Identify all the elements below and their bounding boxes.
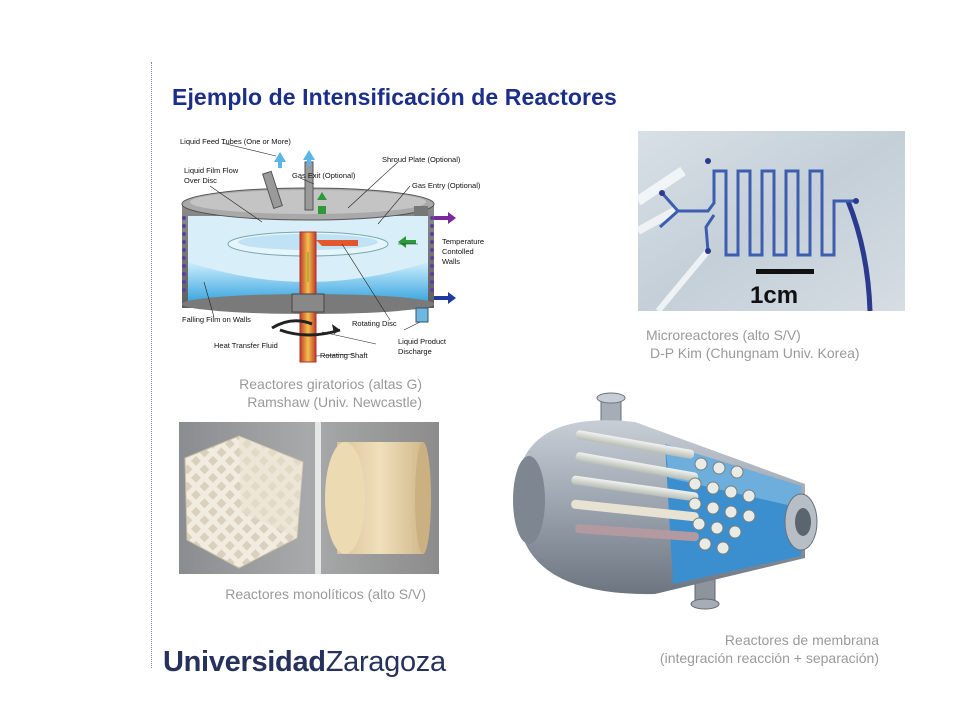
label-product-1: Liquid Product: [398, 337, 447, 346]
label-temperature-2: Contolled: [442, 247, 474, 256]
caption-microreactor: Microreactores (alto S/V) D-P Kim (Chung…: [646, 326, 906, 362]
label-film-flow-2: Over Disc: [184, 176, 217, 185]
slide-title: Ejemplo de Intensificación de Reactores: [172, 84, 617, 110]
caption-microreactor-line1: Microreactores (alto S/V): [646, 327, 801, 343]
caption-spinning-disc-line1: Reactores giratorios (altas G): [239, 376, 422, 392]
scale-label: 1cm: [750, 282, 798, 309]
label-rotating-disc: Rotating Disc: [352, 319, 397, 328]
label-liquid-feed: Liquid Feed Tubes (One or More): [180, 137, 291, 146]
label-film-flow-1: Liquid Film Flow: [184, 166, 239, 175]
caption-membrane-line1: Reactores de membrana: [724, 632, 879, 648]
label-shroud-plate: Shroud Plate (Optional): [382, 155, 461, 164]
logo-bold-text: Universidad: [163, 646, 326, 678]
caption-spinning-disc: Reactores giratorios (altas G) Ramshaw (…: [190, 375, 422, 411]
membrane-reactor-illustration: [513, 392, 818, 610]
caption-membrane: Reactores de membrana (integración reacc…: [600, 631, 879, 667]
logo-regular-text: Zaragoza: [325, 646, 446, 678]
microreactor-photo: 1cm: [638, 131, 905, 311]
university-logo: UniversidadZaragoza: [163, 646, 446, 679]
label-gas-entry: Gas Entry (Optional): [412, 181, 481, 190]
label-temperature-1: Temperature: [442, 237, 484, 246]
caption-spinning-disc-line2: Ramshaw (Univ. Newcastle): [247, 394, 422, 410]
label-gas-exit: Gas Exit (Optional): [292, 171, 356, 180]
label-heat-transfer-fluid: Heat Transfer Fluid: [214, 341, 278, 350]
label-falling-film: Falling Film on Walls: [182, 315, 251, 324]
caption-microreactor-line2: D-P Kim (Chungnam Univ. Korea): [650, 345, 860, 361]
spinning-disc-reactor-diagram: Liquid Feed Tubes (One or More) Liquid F…: [180, 137, 484, 363]
label-temperature-3: Walls: [442, 257, 460, 266]
monolith-photo: [179, 422, 439, 574]
label-product-2: Discharge: [398, 347, 432, 356]
label-rotating-shaft: Rotating Shaft: [320, 351, 368, 360]
left-divider-line: [151, 62, 152, 668]
caption-monolith: Reactores monolíticos (alto S/V): [225, 586, 426, 602]
caption-membrane-line2: (integración reacción + separación): [659, 650, 879, 666]
